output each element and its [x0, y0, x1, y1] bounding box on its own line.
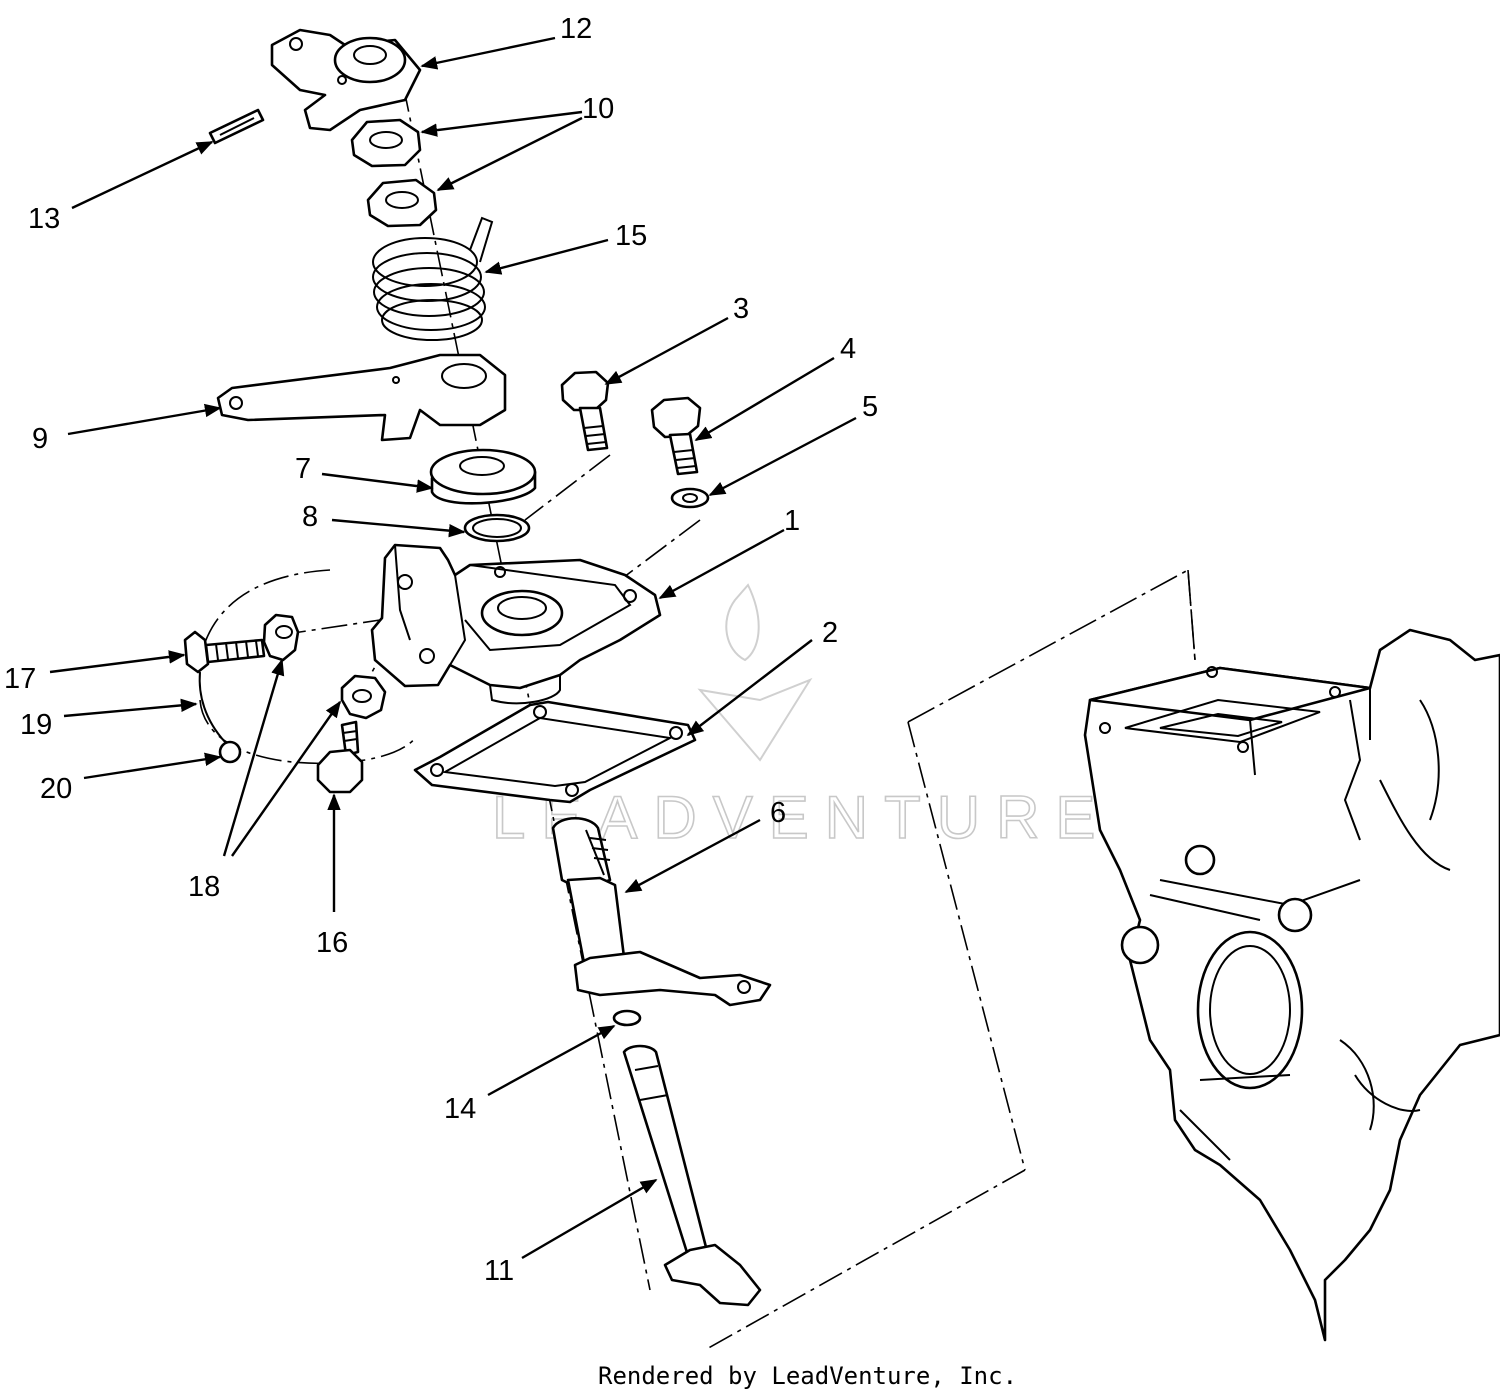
callout-8: 8 [302, 501, 318, 533]
leader-lines [49, 36, 857, 1260]
callout-17: 17 [4, 663, 36, 695]
callout-12: 12 [560, 13, 592, 45]
part-18-nut-b [340, 674, 387, 720]
part-6-shaft-arm [551, 816, 772, 1007]
callout-7: 7 [295, 453, 311, 485]
part-4-bolt [650, 396, 702, 476]
part-11-shaft [622, 1044, 762, 1307]
callout-13: 13 [28, 203, 60, 235]
callout-19: 19 [20, 709, 52, 741]
credit-line: Rendered by LeadVenture, Inc. [598, 1362, 1017, 1390]
callout-14: 14 [444, 1093, 476, 1125]
part-3-bolt [560, 370, 610, 452]
callout-labels: 1 2 3 4 5 6 7 8 9 10 11 12 13 14 15 16 1… [4, 13, 878, 1287]
part-20-plug [218, 740, 242, 764]
part-1-housing [370, 543, 662, 705]
part-10-hex-nuts [350, 118, 438, 228]
callout-18: 18 [188, 871, 220, 903]
part-9-lever [216, 353, 507, 442]
part-15-spring [372, 216, 494, 341]
callout-5: 5 [862, 391, 878, 423]
callout-2: 2 [822, 617, 838, 649]
part-19-wire [198, 671, 226, 743]
callout-6: 6 [770, 797, 786, 829]
callout-9: 9 [32, 423, 48, 455]
part-17-bolt [183, 630, 266, 674]
callout-20: 20 [40, 773, 72, 805]
part-12-arm-hub [270, 28, 422, 132]
callout-1: 1 [784, 505, 800, 537]
part-13-roll-pin [208, 108, 265, 145]
part-7-seal [429, 448, 537, 505]
part-16-bolt [316, 720, 364, 794]
part-14-washer [612, 1009, 642, 1027]
callout-3: 3 [733, 293, 749, 325]
callout-11: 11 [484, 1255, 514, 1287]
callout-4: 4 [840, 333, 856, 365]
callout-15: 15 [615, 220, 647, 252]
callout-16: 16 [316, 927, 348, 959]
engine-housing [1083, 628, 1500, 1342]
part-2-gasket [413, 700, 697, 804]
part-5-washer [670, 487, 710, 509]
part-8-ring [463, 513, 531, 543]
callout-10: 10 [582, 93, 614, 125]
part-18-nut-a [262, 613, 300, 662]
